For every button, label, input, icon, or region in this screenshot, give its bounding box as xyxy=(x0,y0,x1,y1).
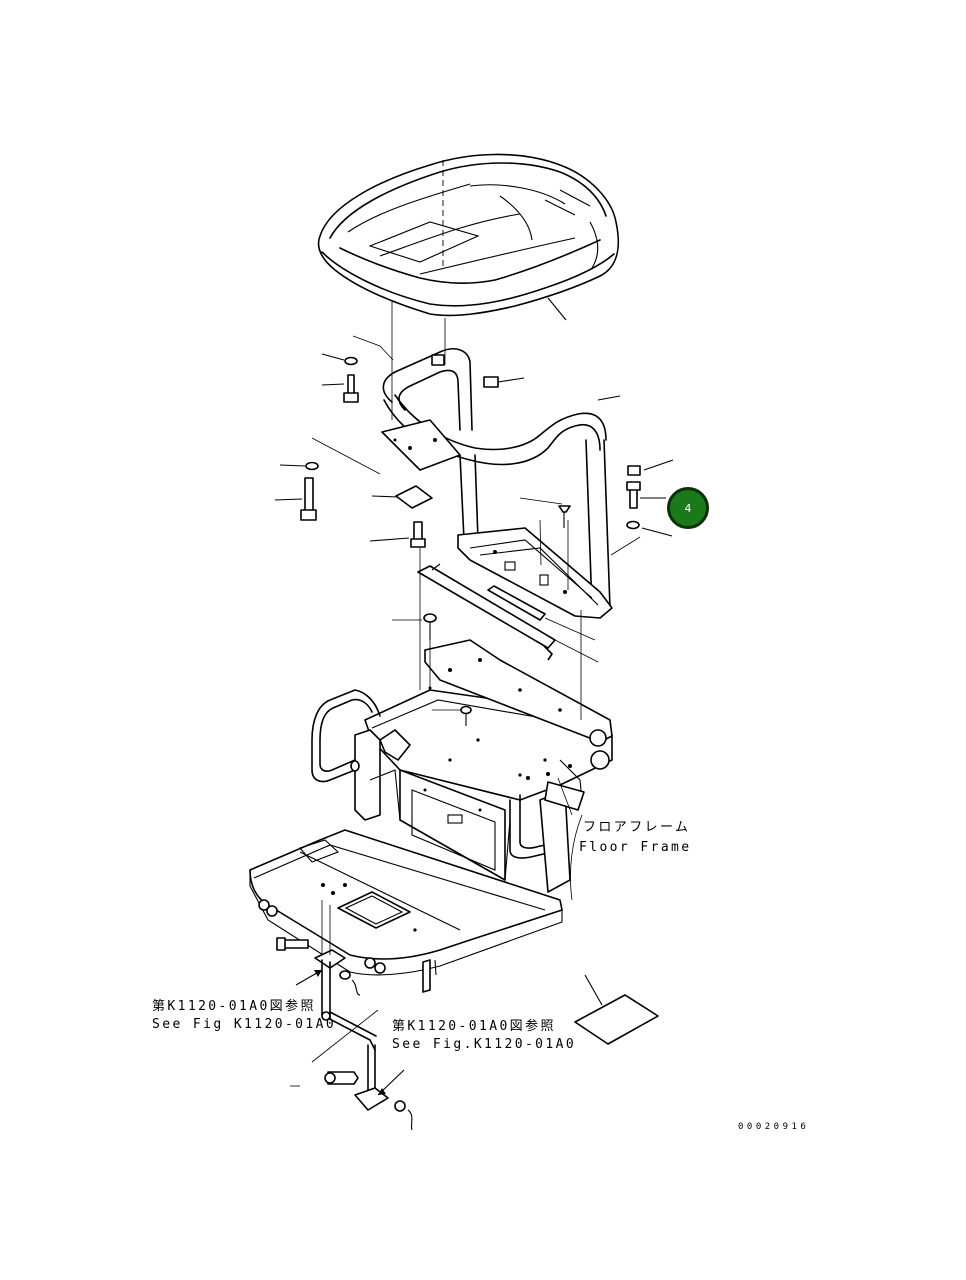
part-callout-number: 4 xyxy=(684,501,692,515)
frame-base-bracket xyxy=(457,519,613,619)
seal-strips xyxy=(417,563,599,663)
drawing-code: 00020916 xyxy=(738,1122,810,1132)
reference-right-jp: 第K1120-01A0図参照 xyxy=(392,1019,556,1034)
reference-left-en: See Fig K1120-01A0 xyxy=(152,1017,337,1032)
floor-frame xyxy=(249,548,613,993)
canopy-roof xyxy=(317,153,620,321)
reference-right-en: See Fig.K1120-01A0 xyxy=(392,1037,577,1052)
hardware-left xyxy=(274,335,433,548)
pedal-linkage xyxy=(276,900,413,1131)
floor-frame-label-jp: フロアフレーム xyxy=(583,820,691,835)
part-callout-4[interactable]: 4 xyxy=(667,487,709,529)
caution-label-sheet xyxy=(574,974,659,1045)
canopy-frame xyxy=(381,300,621,609)
reference-left-jp: 第K1120-01A0図参照 xyxy=(152,999,316,1014)
floor-frame-label-en: Floor Frame xyxy=(579,840,692,855)
hardware-right xyxy=(519,459,674,556)
